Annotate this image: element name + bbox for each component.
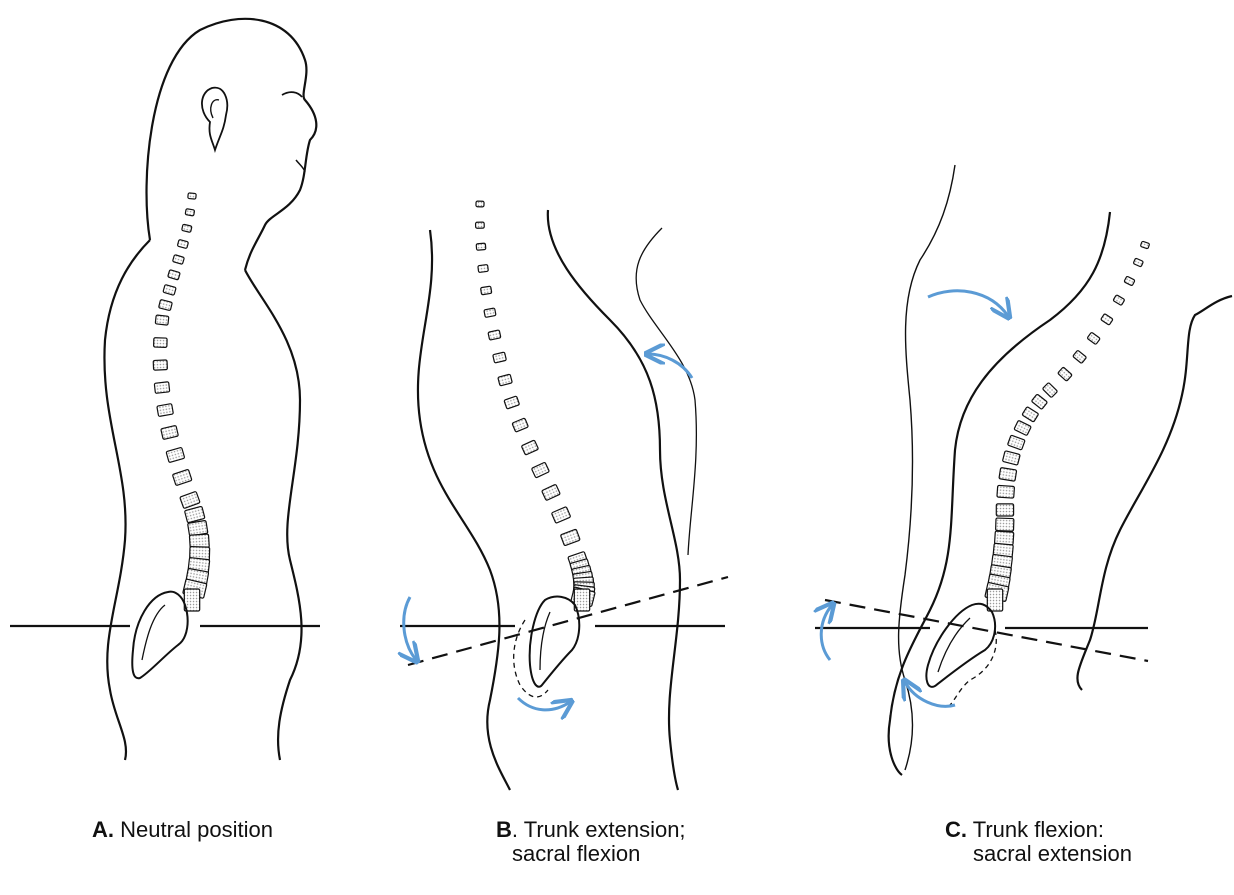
caption-c-text-line2: sacral extension [945, 842, 1132, 866]
vertebra [480, 286, 491, 295]
vertebra [172, 469, 192, 485]
vertebra [180, 491, 200, 508]
vertebra [476, 222, 485, 228]
vertebra [154, 382, 169, 394]
back-outline-a [104, 240, 150, 760]
body-outline-back-a [147, 19, 317, 270]
vertebra [1140, 241, 1149, 249]
vertebra [1007, 435, 1025, 450]
vertebra [185, 209, 194, 216]
vertebra [560, 529, 580, 546]
vertebra [1042, 382, 1057, 397]
spine-c [985, 241, 1150, 611]
eye-a [282, 92, 302, 97]
front-outline-a [245, 270, 302, 760]
caption-b: B. Trunk extension; sacral flexion [496, 818, 686, 866]
spine-a [153, 193, 210, 611]
vertebra [163, 284, 176, 295]
vertebra [521, 440, 538, 455]
sacrum-inner-b [540, 612, 550, 670]
panel-a [10, 19, 320, 760]
caption-a-text: Neutral position [120, 817, 273, 842]
sacrum-b [530, 597, 580, 687]
vertebra [484, 308, 496, 318]
vertebra [1133, 258, 1143, 267]
vertebra [166, 447, 185, 462]
caption-a: A. Neutral position [92, 818, 273, 842]
arrow-c-top [928, 291, 1008, 316]
vertebra [1031, 394, 1047, 410]
vertebra [1101, 314, 1114, 326]
vertebra [159, 299, 173, 310]
vertebra [1087, 332, 1100, 345]
caption-c: C. Trunk flexion: sacral extension [945, 818, 1132, 866]
vertebra [987, 589, 1002, 611]
vertebra [168, 270, 181, 280]
vertebra [188, 193, 197, 199]
sacrum-inner-a [142, 605, 165, 660]
caption-c-text: Trunk flexion: [973, 817, 1104, 842]
arrow-b-left [404, 597, 416, 660]
sacrum-c [926, 604, 995, 687]
caption-b-text-line2: sacral flexion [496, 842, 686, 866]
vertebra [1073, 350, 1087, 363]
tilt-line-b [408, 577, 728, 665]
ear-inner-a [211, 100, 219, 118]
vertebra [1058, 367, 1073, 381]
vertebra [184, 506, 204, 523]
arrow-b-bottom [518, 698, 570, 710]
vertebra [478, 265, 489, 273]
vertebra [1113, 295, 1125, 306]
caption-a-letter: A. [92, 817, 114, 842]
vertebra [1014, 420, 1031, 435]
caption-b-text: . Trunk extension; [512, 817, 686, 842]
vertebra [996, 518, 1014, 531]
vertebra [161, 425, 179, 439]
vertebra [997, 485, 1015, 498]
vertebra [488, 330, 501, 340]
vertebra [155, 315, 169, 325]
tilt-line-c [825, 600, 1148, 661]
vertebra [476, 201, 484, 207]
vertebra [493, 352, 507, 363]
vertebra [999, 467, 1017, 481]
vertebra [1002, 451, 1020, 465]
vertebra [504, 396, 520, 409]
vertebra [1124, 276, 1135, 286]
vertebra [153, 360, 167, 370]
vertebra [476, 243, 486, 250]
arrow-c-left [821, 605, 832, 660]
vertebra [996, 504, 1013, 516]
spine-b [476, 201, 596, 611]
abdomen-outline-c [1077, 296, 1232, 690]
vertebra [498, 374, 513, 386]
vertebra [172, 255, 184, 265]
caption-c-letter: C. [945, 817, 967, 842]
mouth-a [296, 160, 305, 172]
vertebra [551, 507, 570, 524]
panel-c [815, 165, 1232, 775]
caption-b-letter: B [496, 817, 512, 842]
sacrum-a [132, 592, 187, 679]
panel-b [400, 201, 728, 790]
vertebra [177, 239, 188, 248]
vertebra [182, 224, 192, 232]
vertebra [154, 338, 168, 348]
vertebra [157, 404, 174, 417]
sacrum-dashed-c [950, 630, 996, 705]
arrow-b-abdomen [648, 354, 692, 378]
vertebra [531, 462, 549, 478]
ear-a [202, 88, 227, 150]
vertebra [542, 484, 561, 500]
vertebra [1022, 407, 1039, 423]
vertebra [512, 418, 528, 432]
